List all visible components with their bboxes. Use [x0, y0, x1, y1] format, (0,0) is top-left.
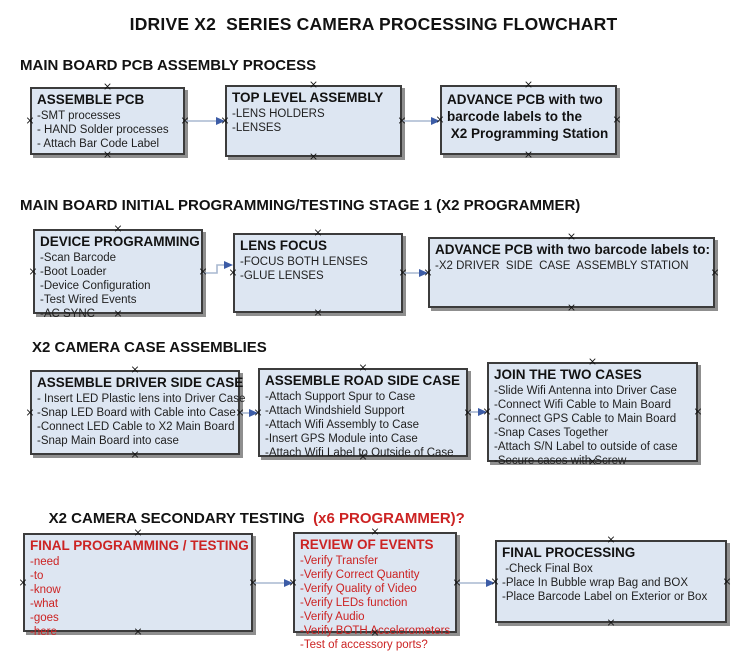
box-item-text: -Insert GPS Module into Case [265, 433, 418, 445]
box-item-text: -Boot Loader [40, 266, 107, 278]
box-item-text: -need [30, 556, 60, 568]
box-title-lines: ADVANCE PCB with two barcode labels to th… [447, 91, 610, 142]
box-title: ADVANCE PCB with two barcode labels to: [435, 242, 711, 257]
box-final-processing: FINAL PROCESSING -Check Final Box -Place … [495, 540, 727, 623]
flow-connector-line [203, 264, 226, 274]
box-item-text: -LENS HOLDERS [232, 108, 325, 120]
box-item-text: -FOCUS BOTH LENSES [240, 256, 368, 268]
box-item-text: -Check Final Box [502, 563, 593, 575]
box-item-text: -Place Barcode Label on Exterior or Box [502, 591, 708, 603]
page-title: IDRIVE X2 SERIES CAMERA PROCESSING FLOWC… [129, 14, 618, 34]
section-3-heading: X2 CAMERA CASE ASSEMBLIES [32, 339, 267, 356]
section-1-heading: MAIN BOARD PCB ASSEMBLY PROCESS [20, 57, 317, 74]
box-item-text: -Secure cases with Screw [494, 455, 627, 467]
box-assemble-pcb: ASSEMBLE PCB -SMT processes - HAND Solder… [30, 87, 185, 155]
section-4-heading: X2 CAMERA SECONDARY TESTING (x6 PROGRAMM… [32, 493, 465, 544]
box-item-text: -Place In Bubble wrap Bag and BOX [502, 577, 689, 589]
box-title: TOP LEVEL ASSEMBLY [232, 90, 384, 105]
box-item-text: -Attach S/N Label to outside of case [494, 441, 678, 453]
flow-connector-arrow-icon [284, 579, 293, 587]
box-item-text: ADVANCE PCB with two [447, 92, 603, 107]
box-final-programming-testing: FINAL PROGRAMMING / TESTING -need -to -kno… [23, 533, 253, 638]
box-item-text: -Test of accessory ports? [300, 639, 428, 651]
box-items: -Attach Support Spur to Case -Attach Wind… [265, 390, 461, 460]
box-item-text: X2 Programming Station [447, 126, 609, 141]
box-title: ASSEMBLE PCB [37, 92, 145, 107]
box-items: -Check Final Box -Place In Bubble wrap Ba… [502, 562, 720, 604]
box-item-text: -to [30, 570, 44, 582]
box-device-programming: DEVICE PROGRAMMING -Scan Barcode -Boot Lo… [33, 229, 203, 320]
box-item-text: -LENSES [232, 122, 282, 134]
flow-connector-arrow-icon [431, 117, 440, 125]
box-items: -need -to -know -what -goes -here [30, 555, 246, 639]
box-item-text: -Test Wired Events [40, 294, 137, 306]
box-title: ASSEMBLE DRIVER SIDE CASE [37, 375, 244, 390]
box-item-text: -Snap Cases Together [494, 427, 609, 439]
box-assemble-road-side-case: ASSEMBLE ROAD SIDE CASE -Attach Support … [258, 368, 468, 460]
box-item-text: -Attach Support Spur to Case [265, 391, 416, 403]
box-item-text: -Snap LED Board with Cable into Case [37, 407, 236, 419]
box-item-text: -goes [30, 612, 59, 624]
box-item-text: -Slide Wifi Antenna into Driver Case [494, 385, 677, 397]
box-item-text: -Snap Main Board into case [37, 435, 179, 447]
box-title: FINAL PROCESSING [502, 545, 636, 560]
box-title: FINAL PROGRAMMING / TESTING [30, 538, 249, 553]
flow-connector-arrow-icon [216, 117, 225, 125]
box-item-text: -Connect Wifi Cable to Main Board [494, 399, 672, 411]
box-item-text: -here [30, 626, 57, 638]
box-advance-pcb-programming-station: ADVANCE PCB with two barcode labels to th… [440, 85, 617, 155]
box-item-text: -Device Configuration [40, 280, 151, 292]
box-advance-pcb-driver-side-station: ADVANCE PCB with two barcode labels to: … [428, 237, 715, 308]
box-item-text: -X2 DRIVER SIDE CASE ASSEMBLY STATION [435, 260, 689, 272]
box-title: REVIEW OF EVENTS [300, 537, 434, 552]
flow-connector-arrow-icon [486, 579, 495, 587]
box-item-text: -AC SYNC [40, 308, 95, 320]
box-item-text: -Connect GPS Cable to Main Board [494, 413, 677, 425]
box-item-text: -Verify Correct Quantity [300, 569, 420, 581]
flow-connector-arrow-icon [419, 269, 428, 277]
box-join-the-two-cases: JOIN THE TWO CASES -Slide Wifi Antenna i… [487, 362, 698, 467]
box-item-text: -Verify Transfer [300, 555, 378, 567]
box-item-text: -Scan Barcode [40, 252, 117, 264]
box-title: LENS FOCUS [240, 238, 328, 253]
box-item-text: - Insert LED Plastic lens into Driver Ca… [37, 393, 246, 405]
box-item-text: -know [30, 584, 61, 596]
box-lens-focus: LENS FOCUS -FOCUS BOTH LENSES -GLUE LENSE… [233, 233, 403, 313]
box-item-text: -Verify LEDs function [300, 597, 408, 609]
box-title: ASSEMBLE ROAD SIDE CASE [265, 373, 461, 388]
box-item-text: -Verify Quality of Video [300, 583, 417, 595]
box-item-text: -Verify BOTH Accelerometers [300, 625, 451, 637]
flow-connector-arrow-icon [249, 409, 258, 417]
box-item-text: - Attach Bar Code Label [37, 138, 160, 150]
box-items: -Verify Transfer -Verify Correct Quantity… [300, 554, 450, 652]
box-item-text: barcode labels to the [447, 109, 583, 124]
box-items: -Scan Barcode -Boot Loader -Device Configu… [40, 251, 196, 321]
box-title: JOIN THE TWO CASES [494, 367, 642, 382]
box-items: -Slide Wifi Antenna into Driver Case -Con… [494, 384, 691, 468]
box-items: - Insert LED Plastic lens into Driver Ca… [37, 392, 246, 448]
box-item-text: -Attach Wifi Assembly to Case [265, 419, 420, 431]
section-2-heading: MAIN BOARD INITIAL PROGRAMMING/TESTING S… [20, 197, 581, 214]
box-top-level-assembly: TOP LEVEL ASSEMBLY -LENS HOLDERS -LENSES [225, 85, 402, 157]
box-item-text: -Attach Wifi Label to Outside of Case [265, 447, 454, 459]
section-4-heading-red: (x6 PROGRAMMER)? [313, 510, 465, 527]
box-items: -X2 DRIVER SIDE CASE ASSEMBLY STATION [435, 259, 708, 273]
box-title: DEVICE PROGRAMMING [40, 234, 200, 249]
box-item-text: - HAND Solder processes [37, 124, 169, 136]
box-item-text: -Verify Audio [300, 611, 365, 623]
box-item-text: -Connect LED Cable to X2 Main Board [37, 421, 235, 433]
flow-connector-arrow-icon [478, 408, 487, 416]
box-item-text: -SMT processes [37, 110, 121, 122]
box-item-text: -what [30, 598, 59, 610]
section-4-heading-black: X2 CAMERA SECONDARY TESTING [48, 510, 314, 527]
box-review-of-events: REVIEW OF EVENTS -Verify Transfer-Verify… [293, 532, 457, 651]
box-assemble-driver-side-case: ASSEMBLE DRIVER SIDE CASE - Insert LED P… [30, 370, 246, 455]
box-items: -LENS HOLDERS -LENSES [232, 107, 395, 135]
box-item-text: -Attach Windshield Support [265, 405, 405, 417]
box-items: -FOCUS BOTH LENSES -GLUE LENSES [240, 255, 396, 283]
box-item-text: -GLUE LENSES [240, 270, 324, 282]
flow-connector-arrow-icon [224, 261, 233, 269]
box-items: -SMT processes - HAND Solder processes - A… [37, 109, 178, 151]
